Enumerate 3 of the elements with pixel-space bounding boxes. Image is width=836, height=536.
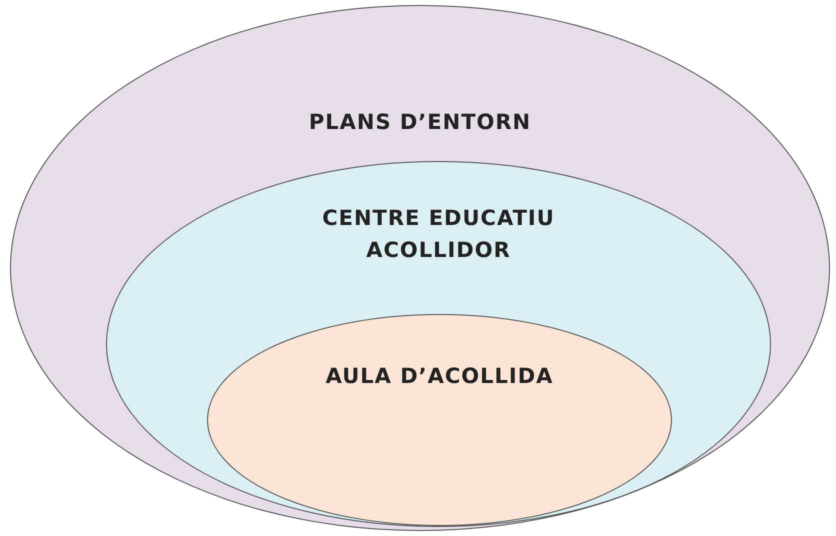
ellipse-label: AULA D’ACOLLIDA xyxy=(324,363,554,390)
ellipse-label: PLANS D’ENTORN xyxy=(308,109,532,136)
ellipse-label: CENTRE EDUCATIU ACOLLIDOR xyxy=(321,205,556,264)
